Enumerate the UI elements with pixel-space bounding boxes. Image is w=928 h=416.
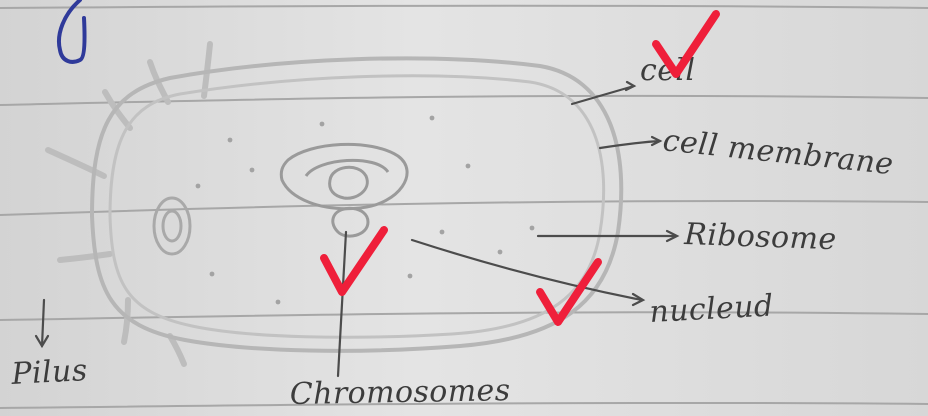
nucleoid-sketch bbox=[279, 142, 409, 238]
label-nucleoid: nucleud bbox=[649, 289, 775, 330]
cell-wall-outline bbox=[89, 56, 624, 353]
cell-membrane-arrowhead bbox=[650, 135, 663, 147]
nucleoid-arrowhead bbox=[631, 292, 646, 307]
pilus-arrowhead bbox=[34, 334, 50, 349]
label-chromosomes: Chromosomes bbox=[290, 373, 511, 412]
plasmid bbox=[152, 196, 192, 256]
cell-membrane-arrow bbox=[598, 139, 662, 150]
label-pilus: Pilus bbox=[10, 353, 89, 392]
label-pointers bbox=[34, 80, 680, 378]
chromosomes-line bbox=[336, 230, 348, 378]
ribosome-dots bbox=[195, 115, 535, 305]
cell-arrow bbox=[570, 84, 636, 106]
pilus-arrow bbox=[40, 298, 46, 348]
cell-membrane-outline bbox=[108, 74, 606, 339]
check-mark-nucleoid bbox=[536, 258, 602, 326]
ribosome-arrowhead bbox=[665, 229, 680, 243]
check-mark-chromosomes bbox=[320, 226, 388, 296]
ink-letter-fragment bbox=[57, 0, 87, 64]
nucleoid-arrow bbox=[410, 238, 644, 302]
ruled-lines bbox=[0, 4, 928, 409]
cell-arrowhead bbox=[624, 80, 637, 92]
label-ribosome: Ribosome bbox=[683, 217, 837, 257]
check-mark-cell bbox=[652, 10, 720, 78]
label-cell-membrane: cell membrane bbox=[661, 123, 895, 182]
